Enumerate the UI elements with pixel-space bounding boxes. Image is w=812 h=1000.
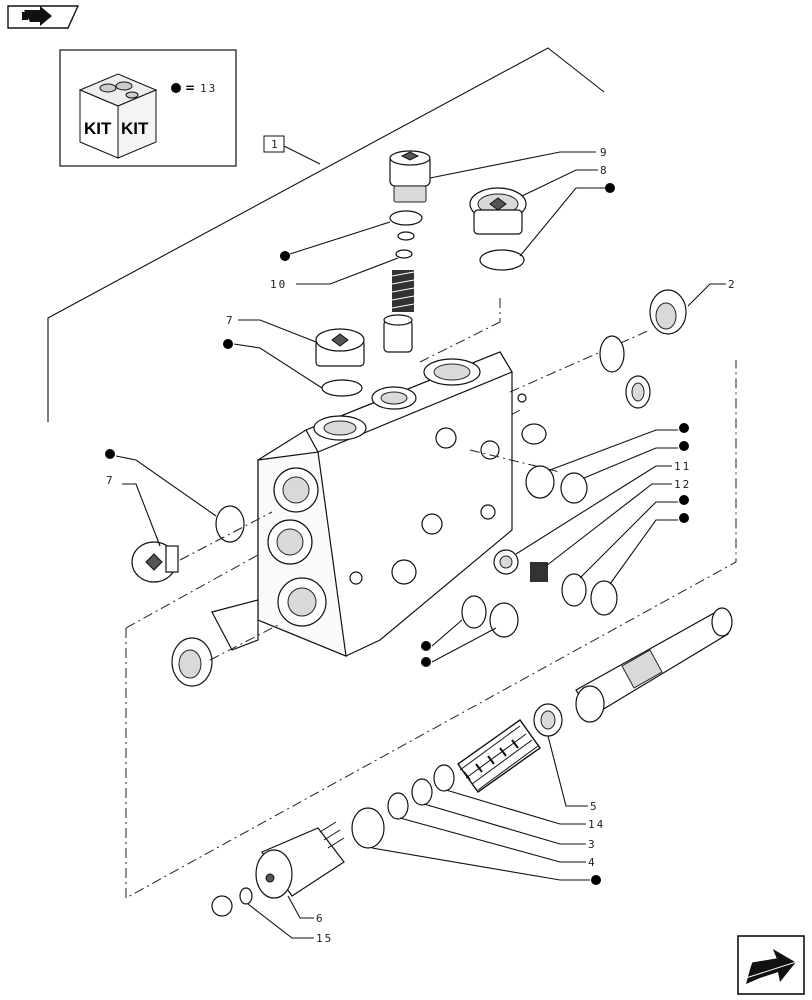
part-15-plug	[211, 895, 233, 917]
callout-6: 6	[287, 895, 325, 925]
callout-8-label: 8	[600, 164, 609, 177]
seal-right-b	[560, 472, 588, 504]
callout-dots-right	[549, 423, 689, 479]
spool-spring	[457, 719, 541, 793]
plug-left-bottom	[171, 637, 213, 687]
part-12-spring	[530, 562, 548, 582]
part-7-oring-left	[215, 505, 245, 543]
callout-dots-lower-left	[421, 619, 497, 667]
part-7-plug-left	[131, 541, 179, 583]
callout-6-label: 6	[316, 912, 325, 925]
back-arrow-icon	[22, 6, 52, 26]
part-14-washer	[433, 764, 455, 792]
part-15-oring	[239, 887, 253, 905]
callout-12-label: 12	[674, 478, 691, 491]
kit-ref-number: 13	[200, 82, 217, 95]
callout-7a-label: 7	[226, 314, 235, 327]
callout-15-label: 15	[316, 932, 333, 945]
callout-2-label: 2	[728, 278, 737, 291]
callout-3-label: 3	[588, 838, 597, 851]
part-9-oring	[389, 210, 423, 226]
callout-8: 8	[521, 164, 609, 197]
kit-bullet-icon	[171, 83, 181, 93]
kit-label-right: KIT	[121, 119, 149, 138]
kit-label-left: KIT	[84, 119, 112, 138]
callout-14: 14	[445, 789, 605, 831]
seal-lower-a	[461, 595, 487, 629]
callout-9: 9	[429, 146, 609, 179]
part-8-oring	[479, 249, 525, 271]
callout-10-label: 10	[270, 278, 287, 291]
plug-upper-right	[517, 375, 651, 445]
part-7-oring-upper	[321, 379, 363, 397]
kit-equals: =	[185, 81, 195, 95]
callout-5: 5	[547, 735, 599, 813]
part-2-oring	[599, 335, 625, 373]
spool-oring	[351, 807, 385, 849]
next-nav-button[interactable]	[737, 935, 805, 995]
kit-cube-icon: KIT KIT	[78, 73, 158, 159]
back-nav-button[interactable]	[7, 5, 80, 29]
part-6-cap	[255, 821, 345, 899]
part-2-fitting	[649, 289, 687, 335]
valve-body	[211, 351, 513, 657]
part-10-washer	[397, 231, 415, 241]
callout-dots-right-lower	[579, 495, 689, 585]
part-3-washer	[411, 778, 433, 806]
callout-14-label: 14	[588, 818, 605, 831]
callout-2: 2	[687, 278, 737, 307]
assembly-bracket: 1	[47, 47, 605, 422]
callout-10: 10	[270, 257, 399, 291]
callout-11-label: 11	[674, 460, 691, 473]
callout-7-upper: 7	[223, 314, 323, 389]
callout-11: 11	[515, 460, 691, 555]
callout-8-dot	[519, 183, 615, 257]
next-arrow-icon	[745, 946, 798, 984]
spool	[575, 607, 733, 723]
callout-3: 3	[423, 803, 597, 851]
callout-12: 12	[545, 478, 691, 567]
part-8-plug	[469, 187, 527, 235]
spring-small	[391, 270, 415, 312]
part-9-plug	[389, 150, 431, 203]
kit-info-box: KIT KIT = 13	[59, 49, 237, 167]
poppet-small	[383, 314, 413, 353]
seal-right-c	[561, 573, 587, 607]
seal-lower-b	[489, 602, 519, 638]
callout-9-label: 9	[600, 146, 609, 159]
seal-right-a	[525, 465, 555, 499]
callout-7b-label: 7	[106, 474, 115, 487]
callout-5-label: 5	[590, 800, 599, 813]
assembly-ref: 1	[271, 138, 280, 151]
callout-spool-oring-dot	[371, 847, 601, 885]
callout-4: 4	[399, 817, 597, 869]
part-5-seat	[533, 703, 563, 737]
callout-15: 15	[247, 903, 333, 945]
seal-right-d	[590, 580, 618, 616]
part-11-valve	[493, 549, 519, 575]
callout-4-label: 4	[588, 856, 597, 869]
part-4-washer	[387, 792, 409, 820]
spool-frame	[125, 360, 737, 899]
callout-7-left: 7	[105, 449, 217, 547]
part-7-plug-upper	[315, 328, 365, 367]
callout-9-dot	[280, 221, 391, 261]
